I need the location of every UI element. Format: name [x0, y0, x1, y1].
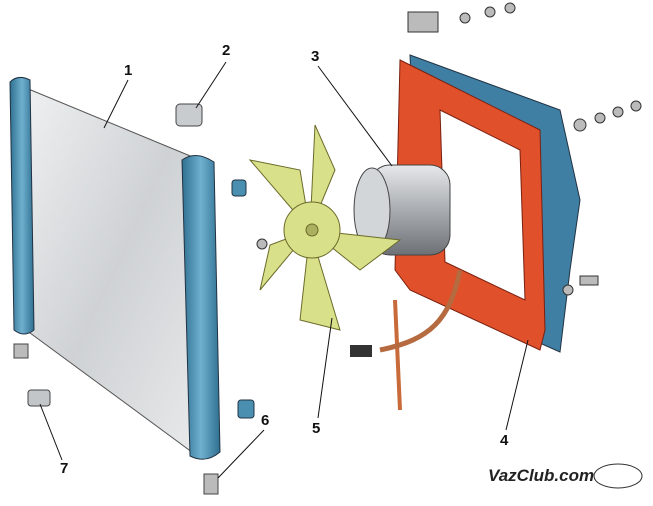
- callout-3: 3: [311, 48, 320, 65]
- fasteners: [256, 2, 642, 296]
- leader-lines: [39, 61, 529, 479]
- callout-2: 2: [222, 42, 231, 59]
- radiator: [9, 76, 255, 460]
- fan-shroud: [350, 54, 581, 411]
- callout-6: 6: [261, 412, 270, 429]
- callout-5: 5: [312, 420, 321, 437]
- callout-7: 7: [60, 460, 69, 477]
- callout-4: 4: [500, 432, 509, 449]
- watermark-car-logo: [593, 463, 643, 489]
- fan-impeller: [248, 124, 402, 331]
- drain-plugs: [13, 103, 219, 495]
- callout-1: 1: [124, 62, 133, 79]
- fan-motor: [353, 164, 451, 256]
- watermark-text: VazClub.com: [488, 466, 595, 485]
